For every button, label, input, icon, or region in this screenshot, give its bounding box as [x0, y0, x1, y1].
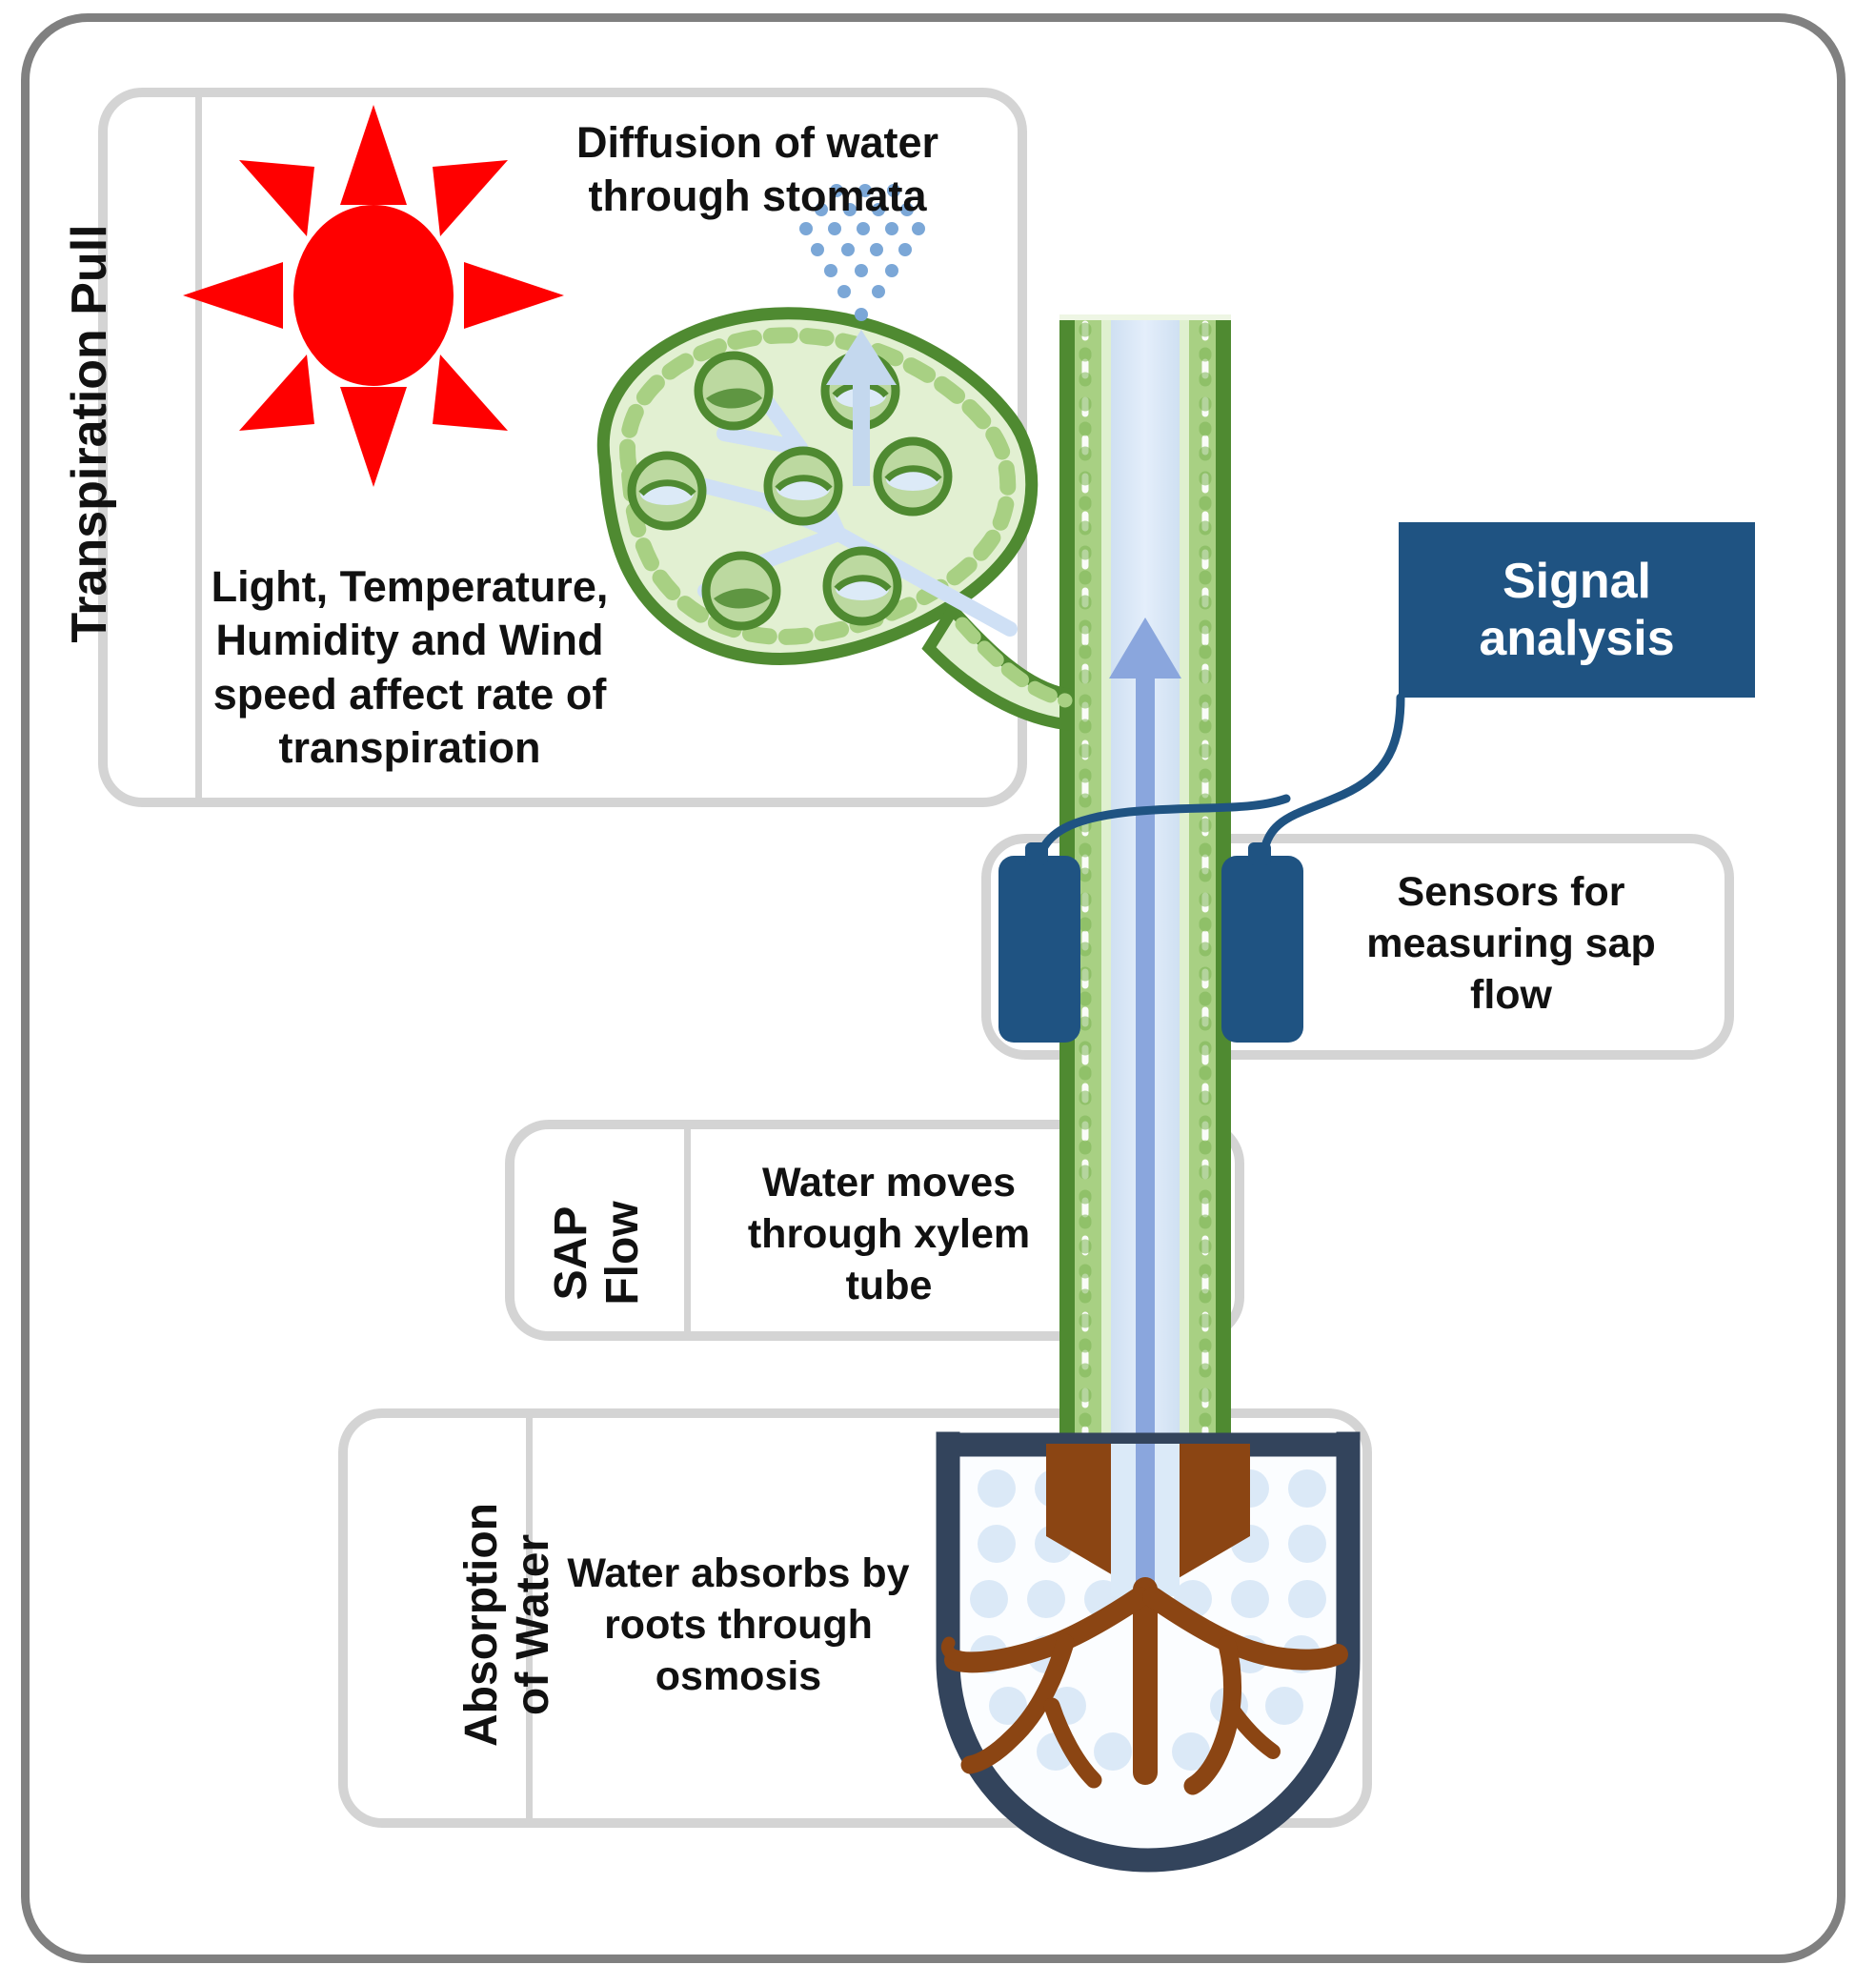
label-sap-flow-text: Water moves through xylem tube	[747, 1160, 1031, 1308]
sun-icon	[183, 105, 564, 487]
leaf-icon	[596, 307, 1073, 731]
root-collar-icon	[1046, 1444, 1250, 1596]
signal-analysis-label: Signal analysis	[1479, 553, 1675, 666]
label-sap-flow-side: SAP Flow	[546, 1201, 648, 1306]
label-sensors: Sensors for measuring sap flow	[1366, 869, 1656, 1018]
label-diffusion-of-water: Diffusion of water through stomata	[576, 118, 938, 221]
stomata-icon	[627, 351, 953, 631]
label-transpiration-factors: Light, Temperature, Humidity and Wind sp…	[211, 562, 609, 772]
label-transpiration-pull: Transpiration Pull	[62, 224, 117, 643]
panel-divider-absorption	[526, 1416, 533, 1821]
sap-flow-sensor-icon	[999, 842, 1303, 1043]
transpiration-arrow-icon	[826, 330, 897, 486]
signal-analysis-box[interactable]: Signal analysis	[1399, 522, 1755, 698]
water-vapor-droplets-icon	[799, 184, 925, 321]
panel-divider-transpiration	[195, 95, 202, 800]
root-system-icon	[941, 1577, 1348, 1795]
label-absorption-text: Water absorbs by roots through osmosis	[567, 1550, 910, 1699]
panel-divider-sap-flow	[684, 1127, 691, 1334]
upward-flow-arrow-icon	[1109, 618, 1181, 1582]
